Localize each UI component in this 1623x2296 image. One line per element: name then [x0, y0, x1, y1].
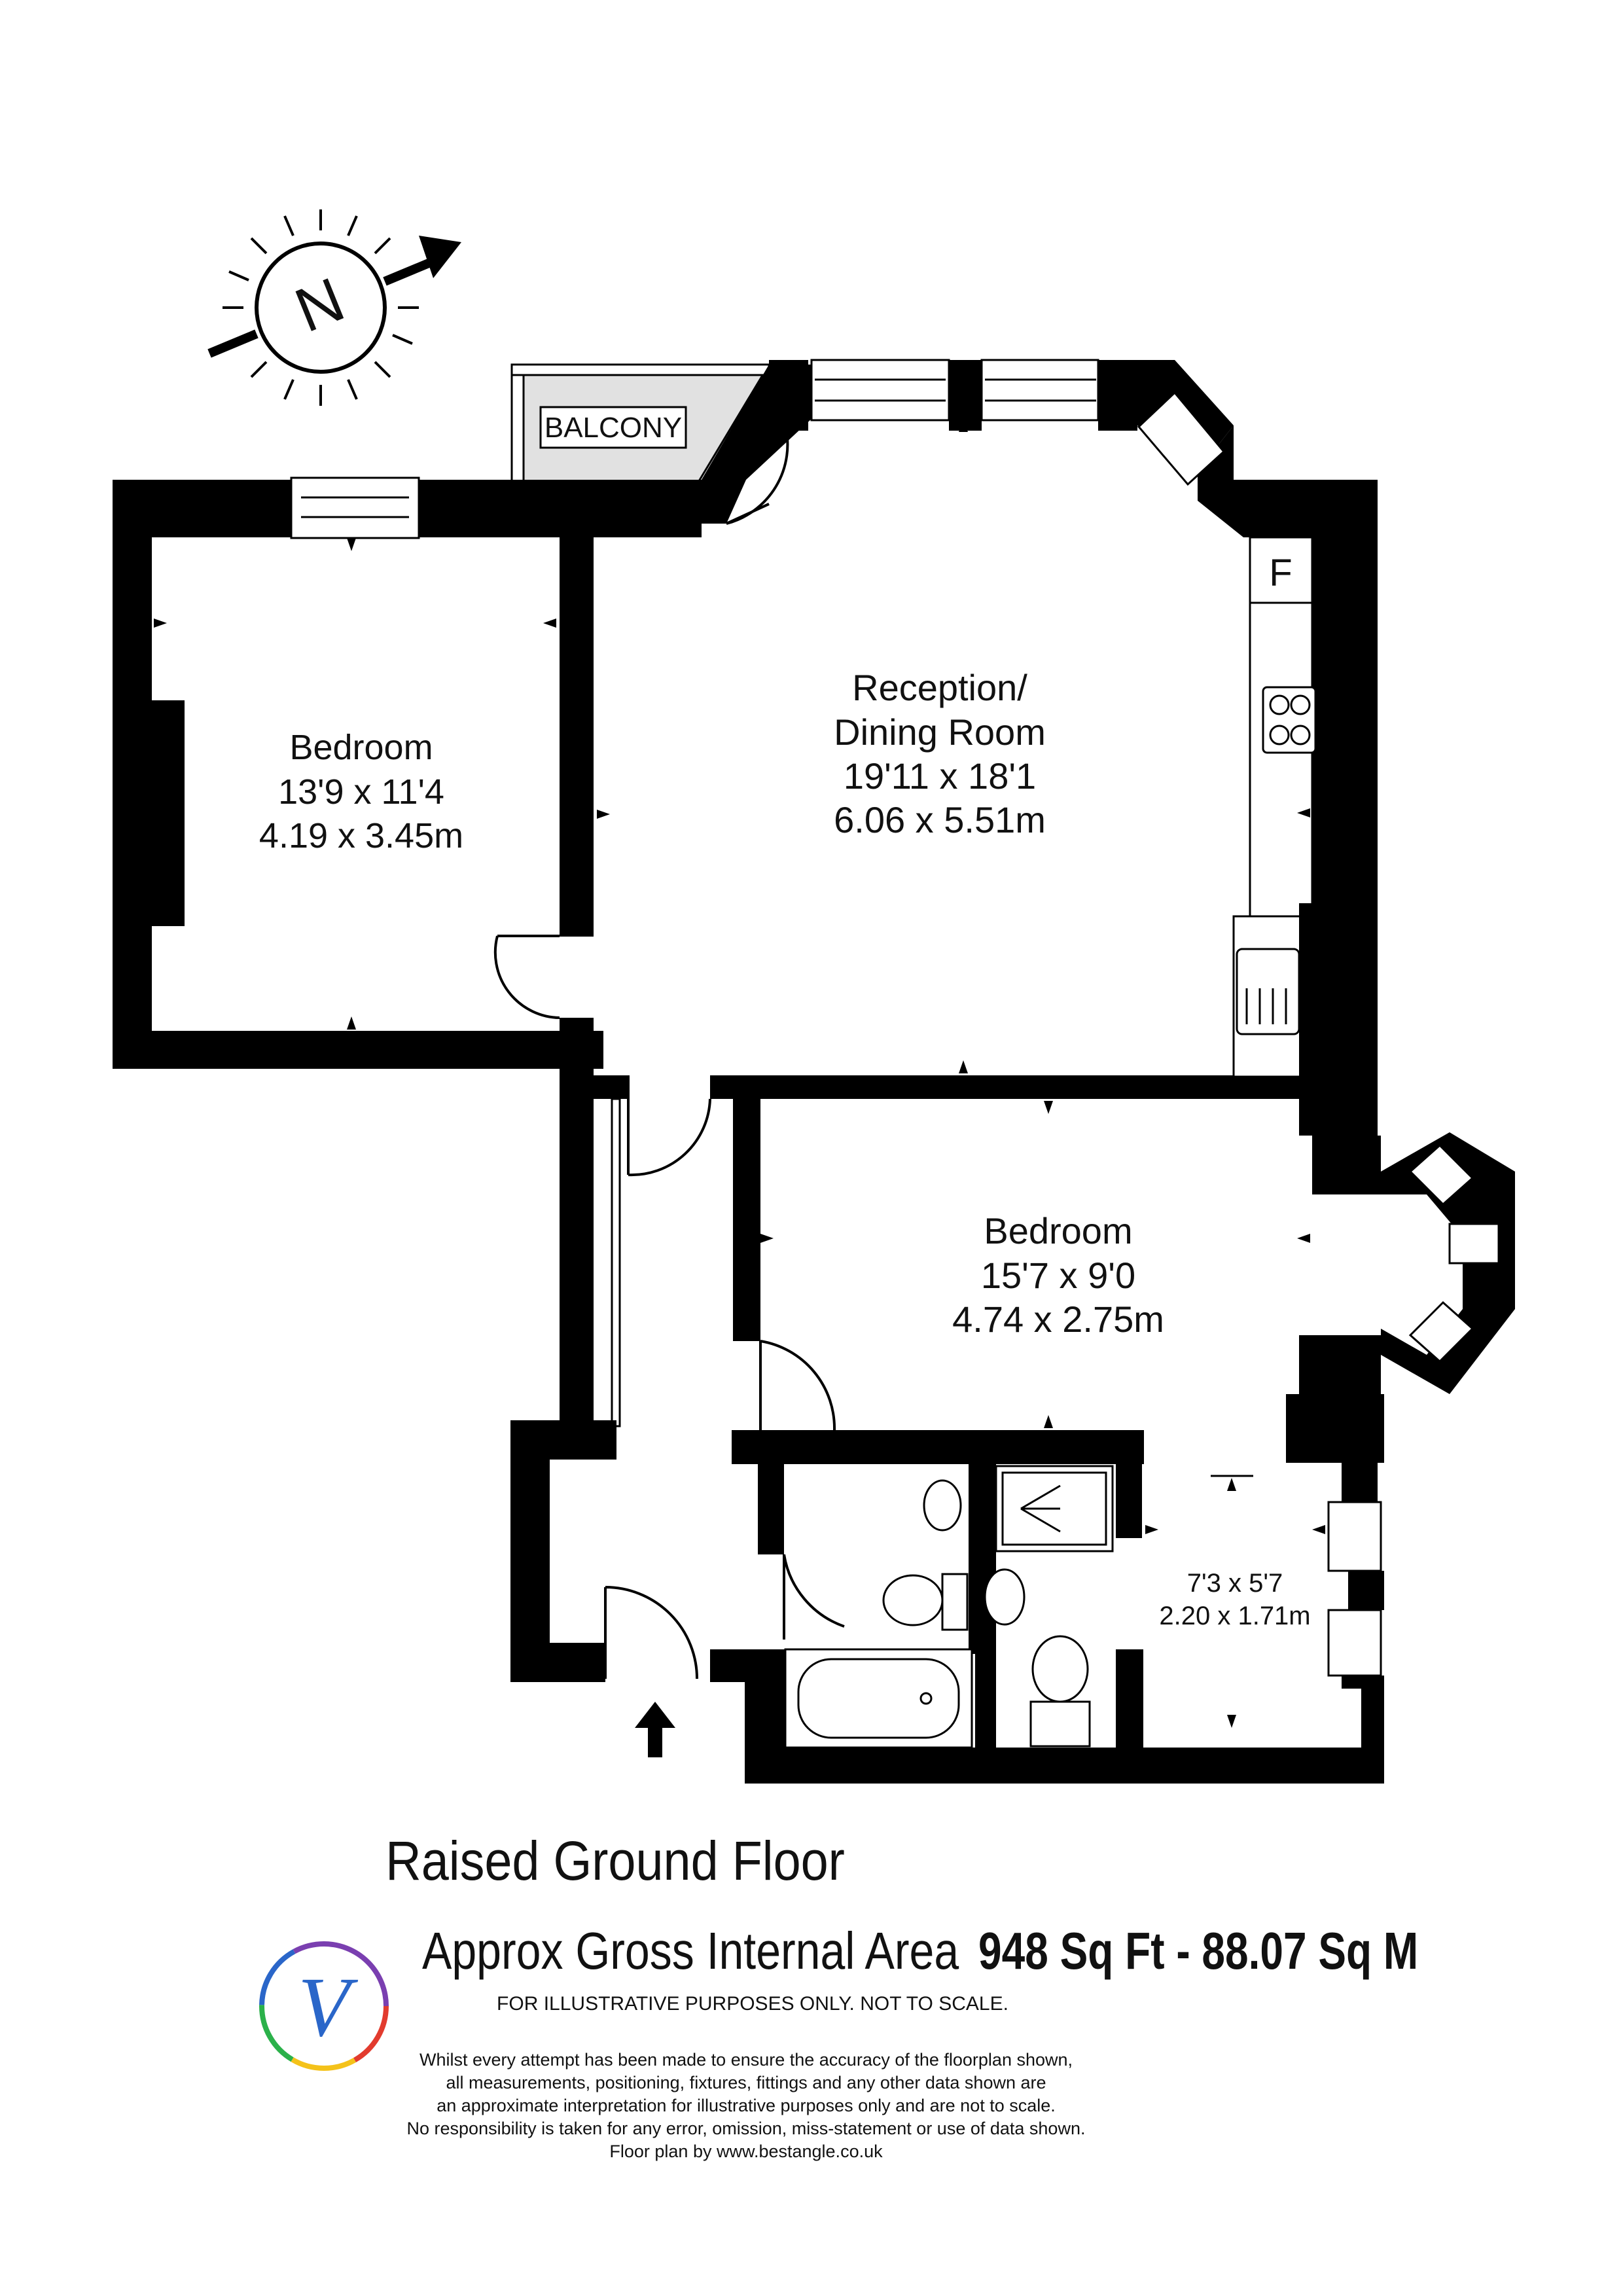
disclaimer-credit[interactable]: Floor plan by www.bestangle.co.uk [609, 2142, 883, 2161]
wall-hall-left [560, 1031, 594, 1437]
hob [1262, 686, 1317, 754]
wall-bedroom1-left [113, 480, 152, 1069]
wall-bedroom2-left [733, 1099, 760, 1341]
room-bedroom-1: Bedroom 13'9 x 11'4 4.19 x 3.45m [259, 728, 463, 855]
door-entrance [604, 1586, 698, 1679]
balcony-label-box [539, 406, 687, 449]
doors [493, 425, 845, 1679]
wall-bathroom-left [758, 1463, 784, 1554]
wall-bedroom2-bottom [732, 1430, 1144, 1464]
room-metric: 2.20 x 1.71m [1159, 1602, 1310, 1630]
door-bathroom [783, 1554, 845, 1640]
fridge-label: F [1269, 552, 1292, 594]
wall-bottom [745, 1748, 1383, 1784]
room-name: Bedroom [289, 728, 433, 767]
balcony-label: BALCONY [544, 412, 682, 444]
wall-reception-right [1198, 425, 1378, 1136]
wall-bathroom-divider [969, 1464, 996, 1654]
bathroom-fittings [784, 1465, 1114, 1749]
disclaimer-line: all measurements, positioning, fixtures,… [446, 2073, 1046, 2092]
window-reception-angled [1137, 391, 1226, 486]
window-reception-left [810, 359, 950, 422]
disclaimer-line: an approximate interpretation for illust… [437, 2096, 1056, 2115]
wall-entrance-left [510, 1420, 550, 1682]
compass-arrow-tail [207, 329, 259, 358]
area-value: 948 Sq Ft - 88.07 Sq M [978, 1922, 1419, 1980]
basin-2 [984, 1568, 1026, 1626]
room-imperial: 15'7 x 9'0 [981, 1255, 1135, 1296]
wall-bedroom1-bottom [113, 1031, 603, 1069]
window-small-room-2 [1327, 1609, 1382, 1677]
disclaimer-headline: FOR ILLUSTRATIVE PURPOSES ONLY. NOT TO S… [497, 1993, 1008, 2015]
wall-bedroom1-right [560, 537, 594, 937]
room-metric: 4.19 x 3.45m [259, 816, 463, 855]
company-logo: V [259, 1941, 389, 2071]
balcony: BALCONY [510, 363, 771, 486]
room-imperial: 19'11 x 18'1 [844, 755, 1036, 797]
compass-circle [255, 242, 387, 374]
door-hall [627, 1098, 711, 1177]
room-metric: 6.06 x 5.51m [834, 799, 1046, 840]
window-bay-mid [1448, 1223, 1500, 1265]
compass: N [207, 209, 461, 406]
area-label: Approx Gross Internal Area [422, 1922, 959, 1980]
dimension-markers [154, 419, 1325, 1728]
compass-arrow-shaft [383, 257, 434, 286]
basin-1 [923, 1479, 962, 1532]
walls [113, 360, 1515, 1784]
wall-reception-bottom [710, 1075, 1312, 1099]
door-bedroom2 [759, 1340, 836, 1431]
room-small: 7'3 x 5'7 2.20 x 1.71m [1159, 1569, 1310, 1630]
toilet-2 [1031, 1635, 1089, 1703]
compass-arrow-head [419, 236, 461, 278]
chimney-breast [152, 700, 185, 926]
disclaimer-line: No responsibility is taken for any error… [406, 2119, 1086, 2138]
floor-title: Raised Ground Floor [385, 1830, 845, 1892]
toilet-1 [882, 1574, 944, 1626]
room-metric: 4.74 x 2.75m [952, 1299, 1164, 1340]
fridge [1249, 536, 1313, 604]
room-bedroom-2: Bedroom 15'7 x 9'0 4.74 x 2.75m [952, 1210, 1164, 1340]
window-reception-right [980, 359, 1099, 422]
room-name-2: Dining Room [834, 711, 1046, 753]
disclaimer-body: Whilst every attempt has been made to en… [0, 2049, 1558, 2163]
logo-letter: V [298, 1960, 358, 2054]
room-imperial: 13'9 x 11'4 [278, 772, 444, 812]
room-imperial: 7'3 x 5'7 [1187, 1569, 1283, 1598]
room-reception: Reception/ Dining Room 19'11 x 18'1 6.06… [834, 667, 1046, 840]
wall-bedroom2-bay [1381, 1132, 1515, 1394]
door-bedroom1 [493, 935, 560, 1019]
window-bedroom1 [290, 476, 420, 539]
disclaimer-line: Whilst every attempt has been made to en… [419, 2050, 1073, 2070]
room-name: Reception/ [852, 667, 1027, 708]
room-name: Bedroom [984, 1210, 1132, 1251]
area-summary: Approx Gross Internal Area 948 Sq Ft - 8… [422, 1921, 1418, 1986]
window-small-room-1 [1327, 1501, 1382, 1572]
windows [290, 359, 1500, 1677]
entrance-arrow [635, 1702, 675, 1757]
